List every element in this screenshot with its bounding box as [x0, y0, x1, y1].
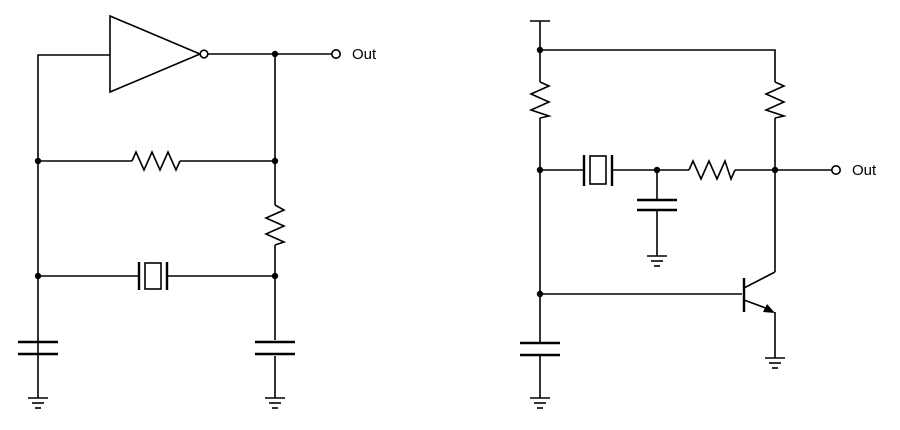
left-output-node	[330, 48, 341, 59]
left-output-terminal: Out	[330, 46, 377, 63]
left-oscillator-circuit: Out	[18, 14, 377, 409]
inverter-gate	[109, 14, 209, 94]
npn-transistor	[742, 271, 776, 313]
load-capacitor-left	[18, 340, 58, 356]
series-resistor	[264, 204, 287, 246]
shunt-capacitor	[637, 198, 677, 212]
right-oscillator-circuit: Out	[520, 20, 877, 409]
ground-shunt	[647, 255, 667, 267]
bypass-capacitor	[520, 341, 560, 357]
left-wiring	[37, 53, 332, 398]
right-junctions	[536, 46, 779, 298]
right-output-label: Out	[852, 162, 877, 179]
ground-right	[265, 397, 285, 409]
emitter-arrow	[763, 304, 775, 313]
load-capacitor-right	[255, 340, 295, 356]
right-series-resistor	[688, 158, 736, 182]
resistor-top-left	[528, 81, 552, 119]
left-crystal	[137, 262, 169, 290]
left-junctions	[34, 50, 279, 280]
right-output-node	[830, 165, 841, 176]
left-output-label: Out	[352, 46, 377, 63]
right-output-terminal: Out	[830, 162, 877, 179]
ground-left	[28, 397, 48, 409]
inverter-bubble	[199, 49, 209, 59]
right-wiring	[530, 20, 832, 398]
right-crystal	[582, 155, 614, 186]
feedback-resistor	[131, 150, 181, 172]
resistor-top-right	[763, 81, 787, 119]
ground-emitter	[765, 357, 785, 369]
ground-bypass	[530, 397, 550, 409]
